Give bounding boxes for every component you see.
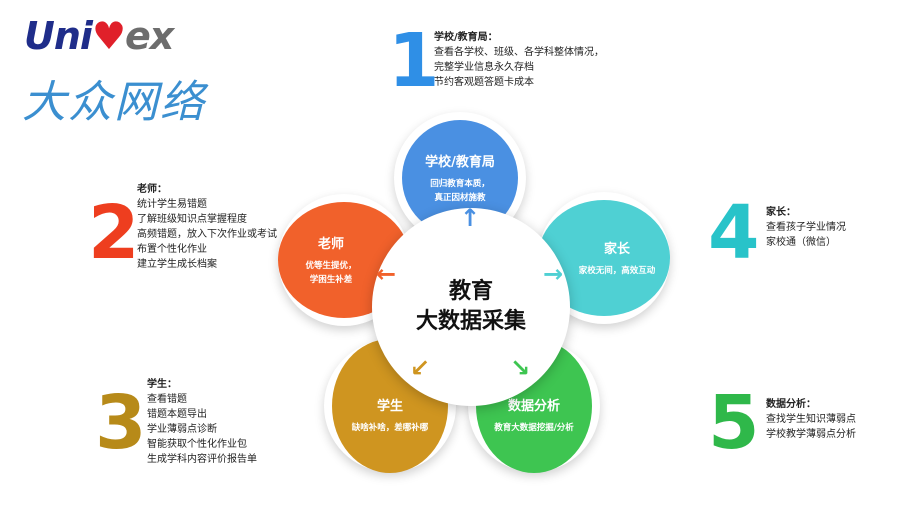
section-number-3: 3: [95, 380, 147, 466]
info-line: 了解班级知识点掌握程度: [137, 214, 247, 225]
petal-title: 学生: [376, 399, 403, 414]
info-analysis: 数据分析： 查找学生知识薄弱点 学校教学薄弱点分析: [766, 397, 856, 442]
info-line: 家校通（微信）: [766, 237, 836, 248]
logo-part-uni: Uni: [24, 14, 93, 58]
info-line: 学业薄弱点诊断: [147, 424, 217, 435]
info-header: 老师：: [137, 184, 167, 195]
logo-part-ex: ex: [125, 14, 174, 58]
arrow-down-right-icon: ↘: [510, 354, 531, 382]
petal-desc: 缺啥补啥，差哪补哪: [351, 423, 429, 433]
petal-desc: 学困生补差: [309, 275, 353, 285]
info-school: 学校/教育局： 查看各学校、班级、各学科整体情况， 完整学业信息永久存档 节约客…: [434, 30, 604, 90]
petal-desc: 真正因材施教: [434, 193, 486, 203]
info-parent: 家长： 查看孩子学业情况 家校通（微信）: [766, 205, 846, 250]
petal-title: 学校/教育局: [425, 155, 495, 170]
info-line: 查看各学校、班级、各学科整体情况，: [434, 47, 604, 58]
section-number-4: 4: [708, 190, 760, 276]
petal-title: 家长: [603, 242, 630, 257]
info-line: 完整学业信息永久存档: [434, 62, 534, 73]
section-number-2: 2: [88, 190, 140, 276]
logo-chinese: 大众网络: [22, 77, 206, 128]
info-teacher: 老师： 统计学生易错题 了解班级知识点掌握程度 高频错题，放入下次作业或考试 布…: [137, 182, 277, 272]
info-line: 高频错题，放入下次作业或考试: [137, 229, 277, 240]
heart-icon: ♥: [91, 14, 126, 58]
info-line: 查看错题: [147, 394, 187, 405]
section-number-1: 1: [388, 18, 440, 104]
info-student: 学生： 查看错题 错题本题导出 学业薄弱点诊断 智能获取个性化作业包 生成学科内…: [147, 377, 257, 467]
info-header: 学校/教育局：: [434, 32, 498, 43]
info-line: 智能获取个性化作业包: [147, 439, 247, 450]
info-line: 查找学生知识薄弱点: [766, 414, 856, 425]
info-header: 家长：: [766, 207, 796, 218]
petal-title: 数据分析: [507, 399, 560, 414]
section-number-5: 5: [708, 380, 760, 466]
petal-desc: 优等生提优，: [305, 261, 357, 271]
logo-wordmark: Uni♥ex: [24, 14, 174, 58]
info-line: 布置个性化作业: [137, 244, 207, 255]
center-circle: 教育 大数据采集: [372, 208, 570, 406]
info-header: 数据分析：: [766, 399, 816, 410]
info-line: 查看孩子学业情况: [766, 222, 846, 233]
center-title-line1: 教育: [448, 279, 493, 304]
arrow-up-icon: ↑: [460, 204, 481, 232]
arrow-down-left-icon: ↙: [410, 354, 431, 382]
petal-parent: 家长 家校无间，高效互动: [538, 192, 670, 324]
info-line: 生成学科内容评价报告单: [147, 454, 257, 465]
info-header: 学生：: [147, 379, 177, 390]
petal-title: 老师: [317, 237, 344, 252]
info-line: 建立学生成长档案: [137, 259, 217, 270]
arrow-right-icon: →: [543, 260, 564, 288]
petal-desc: 回归教育本质，: [430, 179, 490, 189]
center-title-line2: 大数据采集: [415, 309, 526, 334]
petal-desc: 家校无间，高效互动: [578, 266, 656, 276]
info-line: 统计学生易错题: [137, 199, 207, 210]
petal-school: 学校/教育局 回归教育本质， 真正因材施教: [394, 112, 526, 244]
petal-desc: 教育大数据挖掘/分析: [494, 423, 574, 433]
info-line: 节约客观题答题卡成本: [434, 77, 534, 88]
info-line: 错题本题导出: [147, 409, 207, 420]
arrow-left-icon: ←: [376, 260, 397, 288]
info-line: 学校教学薄弱点分析: [766, 429, 856, 440]
